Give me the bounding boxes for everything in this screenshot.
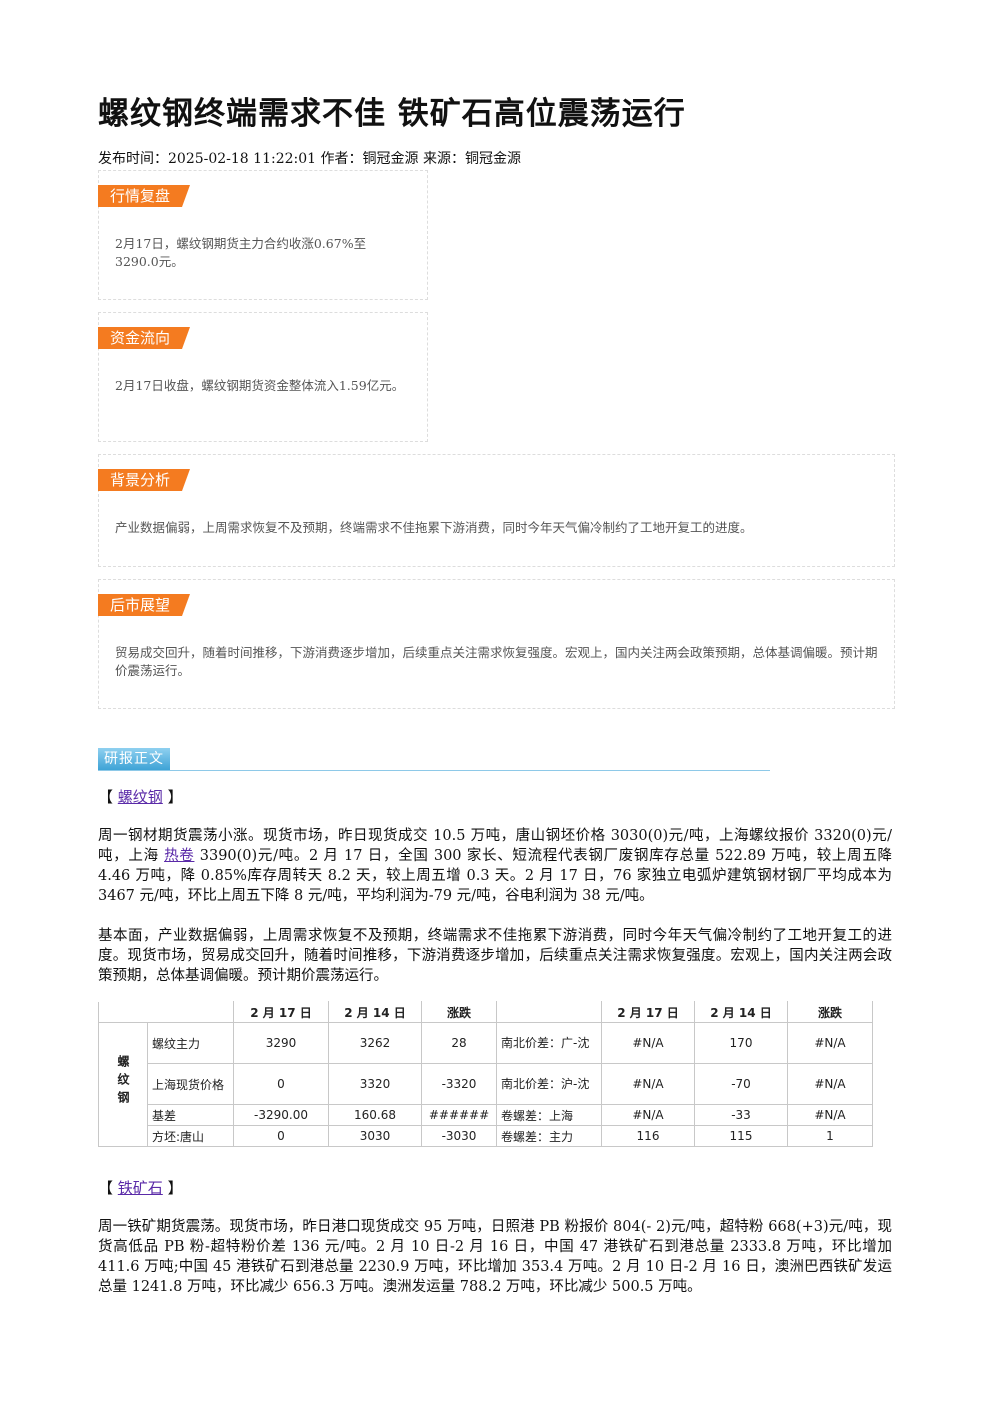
table-cell: -33 bbox=[694, 1104, 788, 1126]
report-body-header: 研报正文 bbox=[98, 748, 770, 771]
col-header: 涨跌 bbox=[421, 1001, 497, 1023]
rebar-link[interactable]: 螺纹钢 bbox=[117, 788, 163, 806]
background-text: 产业数据偏弱，上周需求恢复不及预期，终端需求不佳拖累下游消费，同时今年天气偏冷制… bbox=[115, 520, 753, 535]
table-cell: #N/A bbox=[601, 1022, 695, 1064]
table-cell: 上海现货价格 bbox=[147, 1063, 234, 1105]
table-cell: 116 bbox=[601, 1125, 695, 1147]
table-side-label: 螺纹钢 bbox=[98, 1022, 148, 1147]
fund-flow-box: 资金流向 2月17日收盘，螺纹钢期货资金整体流入1.59亿元。 bbox=[98, 312, 428, 442]
market-review-text: 2月17日，螺纹钢期货主力合约收涨0.67%至3290.0元。 bbox=[115, 236, 367, 269]
col-header: 2 月 17 日 bbox=[601, 1001, 695, 1023]
table-cell: #N/A bbox=[787, 1063, 873, 1105]
table-cell: 螺纹主力 bbox=[147, 1022, 234, 1064]
iron-ore-section-heading: 【 铁矿石 】 bbox=[98, 1177, 183, 1198]
col-header-blank bbox=[496, 1001, 602, 1023]
rebar-data-table: 2 月 17 日 2 月 14 日 涨跌 2 月 17 日 2 月 14 日 涨… bbox=[98, 1001, 873, 1147]
market-review-box: 行情复盘 2月17日，螺纹钢期货主力合约收涨0.67%至3290.0元。 bbox=[98, 170, 428, 300]
col-header: 2 月 14 日 bbox=[328, 1001, 422, 1023]
col-header: 2 月 17 日 bbox=[233, 1001, 329, 1023]
table-cell: -3320 bbox=[421, 1063, 497, 1105]
table-cell: 3320 bbox=[328, 1063, 422, 1105]
table-row: 上海现货价格 0 3320 -3320 南北价差：沪-沈 #N/A -70 #N… bbox=[99, 1063, 873, 1105]
fund-flow-tag: 资金流向 bbox=[98, 327, 191, 349]
fund-flow-text: 2月17日收盘，螺纹钢期货资金整体流入1.59亿元。 bbox=[115, 378, 405, 393]
table-cell: 3262 bbox=[328, 1022, 422, 1064]
table-cell: 3290 bbox=[233, 1022, 329, 1064]
table-cell: #N/A bbox=[601, 1063, 695, 1105]
background-tag: 背景分析 bbox=[98, 469, 191, 491]
outlook-tag: 后市展望 bbox=[98, 594, 191, 616]
outlook-box: 后市展望 贸易成交回升，随着时间推移，下游消费逐步增加，后续重点关注需求恢复强度… bbox=[98, 579, 895, 709]
table-cell: 南北价差：广-沈 bbox=[496, 1022, 602, 1064]
outlook-text: 贸易成交回升，随着时间推移，下游消费逐步增加，后续重点关注需求恢复强度。宏观上，… bbox=[115, 645, 878, 678]
table-cell: 卷螺差：上海 bbox=[496, 1104, 602, 1126]
table-cell: 方坯:唐山 bbox=[147, 1125, 234, 1147]
bracket-open: 【 bbox=[98, 788, 114, 806]
table-cell: #N/A bbox=[787, 1022, 873, 1064]
rebar-p1-text-b: 3390(0)元/吨。2 月 17 日，全国 300 家长、短流程代表钢厂废钢库… bbox=[98, 848, 893, 904]
table-cell: 115 bbox=[694, 1125, 788, 1147]
table-cell: -3290.00 bbox=[233, 1104, 329, 1126]
iron-ore-link[interactable]: 铁矿石 bbox=[117, 1179, 163, 1197]
rebar-section-heading: 【 螺纹钢 】 bbox=[98, 786, 183, 807]
page-title: 螺纹钢终端需求不佳 铁矿石高位震荡运行 bbox=[98, 96, 686, 132]
table-cell: 28 bbox=[421, 1022, 497, 1064]
table-cell: 170 bbox=[694, 1022, 788, 1064]
table-cell: ###### bbox=[421, 1104, 497, 1126]
market-review-tag: 行情复盘 bbox=[98, 185, 191, 207]
table-cell: 0 bbox=[233, 1063, 329, 1105]
rebar-paragraph-2: 基本面，产业数据偏弱，上周需求恢复不及预期，终端需求不佳拖累下游消费，同时今年天… bbox=[98, 928, 892, 984]
table-cell: 基差 bbox=[147, 1104, 234, 1126]
report-body-tag: 研报正文 bbox=[98, 748, 170, 770]
table-cell: 南北价差：沪-沈 bbox=[496, 1063, 602, 1105]
rebar-paragraph-1: 周一钢材期货震荡小涨。现货市场，昨日现货成交 10.5 万吨，唐山钢坯价格 30… bbox=[98, 826, 892, 906]
bracket-close: 】 bbox=[167, 788, 183, 806]
table-cell: 160.68 bbox=[328, 1104, 422, 1126]
background-box: 背景分析 产业数据偏弱，上周需求恢复不及预期，终端需求不佳拖累下游消费，同时今年… bbox=[98, 454, 895, 567]
col-header: 涨跌 bbox=[787, 1001, 873, 1023]
table-cell: #N/A bbox=[787, 1104, 873, 1126]
table-cell: 0 bbox=[233, 1125, 329, 1147]
rebar-p1-text-a: 周一钢材期货震荡小涨。现货市场，昨日现货成交 10.5 万吨，唐山钢坯价格 30… bbox=[98, 828, 892, 864]
table-cell: 卷螺差：主力 bbox=[496, 1125, 602, 1147]
table-cell: 3030 bbox=[328, 1125, 422, 1147]
col-header: 2 月 14 日 bbox=[694, 1001, 788, 1023]
table-cell: #N/A bbox=[601, 1104, 695, 1126]
table-corner bbox=[98, 1001, 234, 1023]
iron-ore-paragraph-1: 周一铁矿期货震荡。现货市场，昨日港口现货成交 95 万吨，日照港 PB 粉报价 … bbox=[98, 1219, 892, 1295]
table-cell: -70 bbox=[694, 1063, 788, 1105]
table-cell: -3030 bbox=[421, 1125, 497, 1147]
table-cell: 1 bbox=[787, 1125, 873, 1147]
publish-meta: 发布时间：2025-02-18 11:22:01 作者：铜冠金源 来源：铜冠金源 bbox=[98, 151, 521, 167]
table-row: 螺纹钢 螺纹主力 3290 3262 28 南北价差：广-沈 #N/A 170 … bbox=[98, 1022, 873, 1147]
bracket-open: 【 bbox=[98, 1179, 114, 1197]
table-row: 方坯:唐山 0 3030 -3030 卷螺差：主力 116 115 1 bbox=[99, 1125, 873, 1147]
hot-rolled-coil-link[interactable]: 热卷 bbox=[164, 848, 195, 864]
bracket-close: 】 bbox=[167, 1179, 183, 1197]
table-row: 基差 -3290.00 160.68 ###### 卷螺差：上海 #N/A -3… bbox=[99, 1104, 873, 1126]
